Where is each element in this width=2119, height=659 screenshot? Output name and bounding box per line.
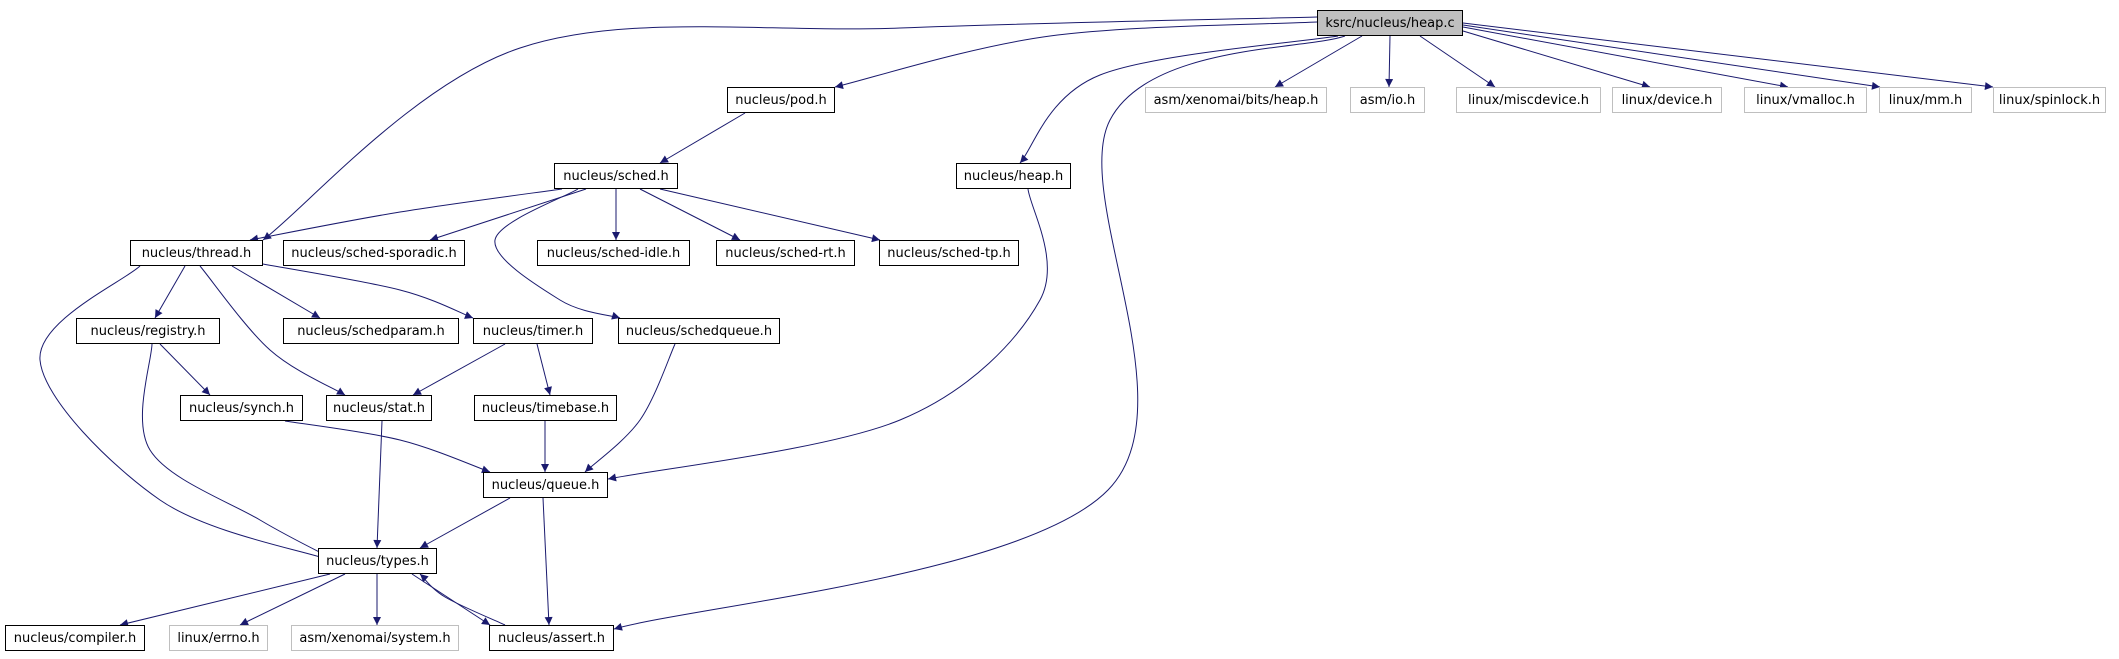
edge-thread-h-to-registry-h [154,265,186,319]
edge-heap-c-to-heap-h [1019,35,1339,164]
node-linux-spinlock: linux/spinlock.h [1993,87,2106,113]
edge-synch-h-to-queue-h [284,420,491,474]
node-linux-miscdevice: linux/miscdevice.h [1456,87,1601,113]
node-thread-h[interactable]: nucleus/thread.h [130,240,263,266]
edge-types-h-to-assert-h [411,573,491,626]
node-asm-io: asm/io.h [1350,87,1425,113]
edge-heap-c-to-linux-device [1462,30,1651,89]
node-linux-device: linux/device.h [1612,87,1722,113]
edge-schedqueue-h-to-queue-h [584,343,676,473]
node-linux-errno: linux/errno.h [169,625,268,651]
node-compiler-h[interactable]: nucleus/compiler.h [5,625,145,651]
node-timer-h[interactable]: nucleus/timer.h [473,318,593,344]
edge-heap-c-to-asm-io [1385,35,1394,88]
node-schedparam-h[interactable]: nucleus/schedparam.h [283,318,459,344]
edge-timer-h-to-timebase-h [536,343,552,396]
edge-sched-h-to-schedqueue-h [494,188,621,320]
node-sched-sporadic[interactable]: nucleus/sched-sporadic.h [283,240,465,266]
edge-heap-c-to-linux-vmalloc [1462,26,1789,90]
node-sched-h[interactable]: nucleus/sched.h [554,163,678,189]
edge-sched-h-to-sched-tp [659,188,881,243]
edge-sched-h-to-sched-rt [639,188,741,241]
edge-heap-c-to-linux-spinlock [1462,22,1994,91]
edge-registry-h-to-synch-h [159,343,211,396]
edge-heap-c-to-linux-mm [1462,24,1881,90]
edge-thread-h-to-schedparam-h [231,265,321,319]
node-schedqueue-h[interactable]: nucleus/schedqueue.h [618,318,780,344]
node-heap-c[interactable]: ksrc/nucleus/heap.c [1317,10,1463,36]
node-assert-h[interactable]: nucleus/assert.h [489,625,614,651]
edge-registry-h-to-types-h [142,343,336,561]
node-registry-h[interactable]: nucleus/registry.h [76,318,220,344]
edge-types-h-to-compiler-h [119,573,331,627]
edge-sched-h-to-thread-h [249,188,563,243]
node-sched-idle[interactable]: nucleus/sched-idle.h [537,240,690,266]
edge-types-h-to-linux-errno [239,573,346,626]
node-pod-h[interactable]: nucleus/pod.h [727,87,835,113]
node-timebase-h[interactable]: nucleus/timebase.h [474,395,617,421]
node-sched-tp[interactable]: nucleus/sched-tp.h [879,240,1019,266]
node-linux-vmalloc: linux/vmalloc.h [1744,87,1867,113]
edge-thread-h-to-types-h [39,265,331,562]
node-linux-mm: linux/mm.h [1879,87,1972,113]
edge-queue-h-to-types-h [419,497,511,549]
node-asm-system: asm/xenomai/system.h [291,625,459,651]
edge-heap-c-to-assert-h [613,35,1346,631]
node-stat-h[interactable]: nucleus/stat.h [326,395,432,421]
edge-heap-c-to-asm-bits-heap [1274,35,1363,88]
edge-thread-h-to-stat-h [199,265,346,396]
edge-timer-h-to-stat-h [412,343,506,396]
edge-heap-c-to-linux-miscdevice [1419,35,1496,88]
edge-heap-h-to-queue-h [607,188,1048,482]
edge-pod-h-to-sched-h [659,112,746,164]
edge-queue-h-to-assert-h [542,497,553,626]
node-queue-h[interactable]: nucleus/queue.h [483,472,608,498]
node-types-h[interactable]: nucleus/types.h [318,548,437,574]
node-asm-bits-heap: asm/xenomai/bits/heap.h [1145,87,1327,113]
node-sched-rt[interactable]: nucleus/sched-rt.h [716,240,855,266]
edge-heap-c-to-thread-h [262,16,1318,241]
node-synch-h[interactable]: nucleus/synch.h [180,395,303,421]
edge-thread-h-to-timer-h [262,263,474,319]
edge-assert-h-to-types-h [419,573,506,626]
edge-stat-h-to-types-h [373,420,383,549]
node-heap-h[interactable]: nucleus/heap.h [956,163,1071,189]
edge-heap-c-to-pod-h [834,21,1318,90]
